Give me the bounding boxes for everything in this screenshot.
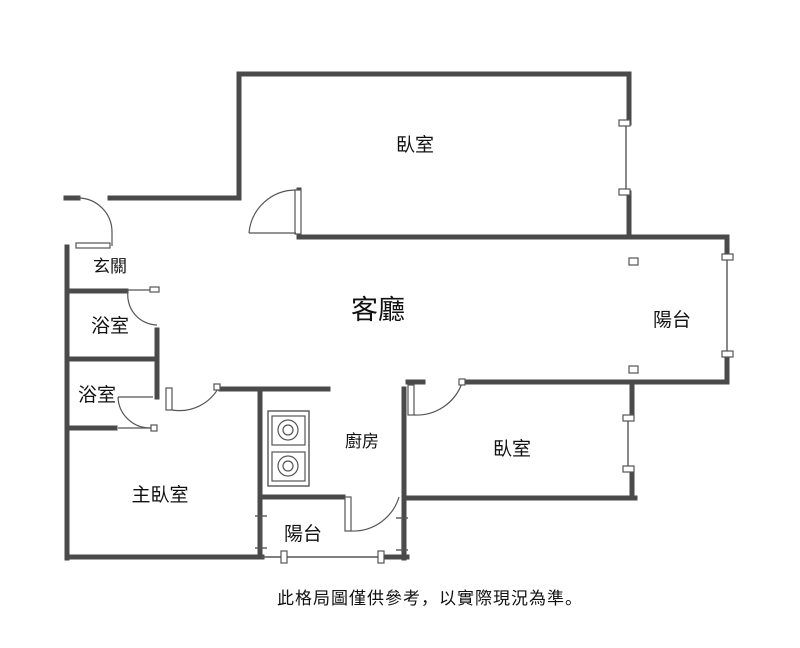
room-label-master-bedroom: 主臥室 [131, 484, 188, 506]
door-bath1-stop [149, 286, 160, 293]
room-label-bathroom-1: 浴室 [91, 315, 129, 337]
door-kitchen-leaf [344, 496, 352, 532]
door-bath2-stop [150, 424, 158, 432]
room-label-living-room: 客廳 [351, 295, 405, 325]
room-label-balcony-bottom: 陽台 [284, 523, 322, 545]
room-label-balcony-right: 陽台 [653, 309, 691, 331]
column-marker [628, 365, 639, 374]
door-bath2-arc [117, 396, 151, 429]
door-bedroom-top-arc [248, 189, 297, 234]
room-label-bathroom-2: 浴室 [78, 384, 116, 406]
window-jamb [622, 414, 635, 422]
window-jamb [622, 465, 635, 473]
windows [255, 119, 734, 564]
window-jamb [618, 119, 631, 127]
window-jamb [377, 550, 385, 564]
door-master-arc [171, 386, 220, 412]
room-label-entrance: 玄關 [93, 257, 127, 276]
room-label-kitchen: 廚房 [345, 431, 379, 451]
walls [63, 71, 730, 561]
window-jamb [721, 350, 734, 358]
column-marker [628, 257, 639, 266]
door-bedroom-top-leaf [294, 189, 302, 235]
door-kitchen-arc [350, 496, 400, 532]
room-label-bedroom-right: 臥室 [493, 438, 531, 460]
door-master-stop [213, 383, 221, 391]
door-bedroom-right-leaf [407, 384, 415, 416]
window-jamb [280, 550, 288, 564]
stove-icon [267, 410, 310, 487]
door-master-leaf [165, 387, 173, 411]
door-entrance-arc [77, 197, 113, 246]
disclaimer-text: 此格局圖僅供參考，以實際現況為準。 [277, 589, 583, 608]
doors [75, 189, 466, 532]
wall-bedroom-top-outline [236, 71, 632, 200]
door-entrance-leaf-rect [75, 242, 111, 249]
window-jamb [721, 253, 734, 261]
room-label-bedroom-top: 臥室 [396, 134, 434, 156]
door-bath1-arc [127, 290, 158, 326]
door-bedroom-right-arc [413, 382, 463, 416]
door-bedroom-right-stop [458, 378, 466, 386]
window-jamb [618, 188, 631, 196]
